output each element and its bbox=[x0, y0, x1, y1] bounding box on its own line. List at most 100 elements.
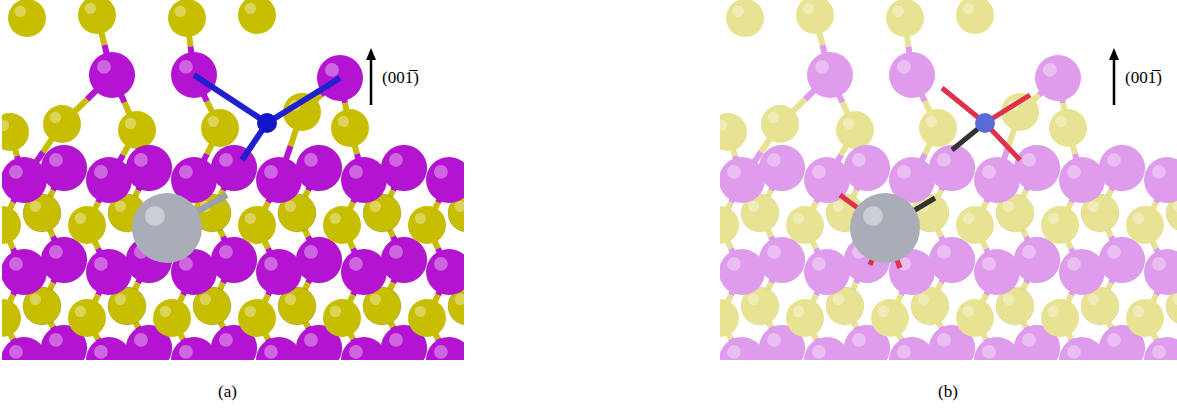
atom-highlight bbox=[219, 333, 233, 347]
atom-highlight bbox=[963, 213, 974, 224]
magenta-atom bbox=[1059, 337, 1105, 360]
atom-highlight bbox=[767, 245, 781, 259]
atom-highlight bbox=[852, 153, 866, 167]
atom-highlight bbox=[1088, 201, 1099, 212]
atom-highlight bbox=[1107, 153, 1121, 167]
atom-highlight bbox=[49, 333, 63, 347]
yellow-atom bbox=[956, 206, 994, 244]
yellow-atom bbox=[323, 299, 361, 337]
atom-highlight bbox=[75, 213, 86, 224]
lattice-panel-b bbox=[720, 0, 1177, 360]
magenta-atom bbox=[211, 237, 257, 283]
atom-highlight bbox=[160, 306, 171, 317]
magenta-atom bbox=[341, 249, 387, 295]
atom-highlight bbox=[179, 165, 193, 179]
bond bbox=[194, 75, 267, 123]
yellow-atom bbox=[886, 0, 924, 37]
yellow-atom bbox=[238, 299, 276, 337]
atom-highlight bbox=[125, 118, 136, 129]
atom-highlight bbox=[30, 294, 41, 305]
atom-highlight bbox=[926, 116, 937, 127]
atom-highlight bbox=[982, 165, 996, 179]
atom-highlight bbox=[767, 153, 781, 167]
yellow-atom bbox=[786, 299, 824, 337]
atom-highlight bbox=[264, 345, 278, 359]
atom-highlight bbox=[219, 153, 233, 167]
atom-highlight bbox=[793, 213, 804, 224]
magenta-atom bbox=[171, 337, 217, 360]
magenta-atom bbox=[296, 237, 342, 283]
atom-highlight bbox=[768, 112, 779, 123]
magenta-atom bbox=[41, 145, 87, 191]
yellow-atom bbox=[1126, 206, 1164, 244]
yellow-atom bbox=[8, 0, 46, 37]
atom-highlight bbox=[455, 201, 464, 212]
magenta-atom bbox=[1059, 249, 1105, 295]
yellow-atom bbox=[408, 206, 446, 244]
atom-highlight bbox=[389, 153, 403, 167]
atom-highlight bbox=[245, 213, 256, 224]
atom-highlight bbox=[843, 118, 854, 129]
atom-highlight bbox=[115, 294, 126, 305]
atom-highlight bbox=[1152, 165, 1166, 179]
magenta-atom bbox=[1144, 157, 1177, 203]
atom-highlight bbox=[727, 165, 741, 179]
yellow-atom bbox=[2, 113, 29, 151]
yellow-atom bbox=[720, 299, 739, 337]
yellow-atom bbox=[919, 109, 957, 147]
lattice bbox=[2, 0, 464, 360]
atom-highlight bbox=[338, 116, 349, 127]
yellow-atom bbox=[68, 206, 106, 244]
atom-highlight bbox=[1043, 63, 1057, 77]
atom-highlight bbox=[325, 63, 339, 77]
atom-highlight bbox=[863, 206, 883, 226]
atom-highlight bbox=[982, 345, 996, 359]
atom-highlight bbox=[982, 257, 996, 271]
magenta-atom bbox=[256, 249, 302, 295]
magenta-atom bbox=[889, 337, 935, 360]
atom-highlight bbox=[389, 333, 403, 347]
atom-highlight bbox=[75, 306, 86, 317]
atom-highlight bbox=[264, 257, 278, 271]
magenta-atom bbox=[759, 145, 805, 191]
atom-highlight bbox=[349, 345, 363, 359]
magenta-atom bbox=[381, 145, 427, 191]
atom-highlight bbox=[370, 294, 381, 305]
atom-highlight bbox=[1067, 165, 1081, 179]
atom-highlight bbox=[285, 294, 296, 305]
atom-highlight bbox=[349, 165, 363, 179]
atom-highlight bbox=[1088, 294, 1099, 305]
atom-highlight bbox=[720, 120, 727, 131]
yellow-atom bbox=[2, 299, 21, 337]
atom-highlight bbox=[349, 257, 363, 271]
gray-atom bbox=[132, 193, 202, 263]
atom-highlight bbox=[963, 306, 974, 317]
magenta-atom bbox=[1144, 249, 1177, 295]
atom-highlight bbox=[15, 6, 26, 17]
bond bbox=[267, 78, 340, 123]
atom-highlight bbox=[1022, 153, 1036, 167]
yellow-atom bbox=[956, 299, 994, 337]
atom-highlight bbox=[145, 206, 165, 226]
atom-highlight bbox=[833, 294, 844, 305]
gray-atom bbox=[850, 193, 920, 263]
yellow-atom bbox=[331, 109, 369, 147]
atom-highlight bbox=[264, 165, 278, 179]
direction-label: (001̅) bbox=[382, 68, 419, 88]
blue-atom bbox=[257, 113, 277, 133]
yellow-atom bbox=[720, 206, 739, 244]
atom-highlight bbox=[793, 306, 804, 317]
atom-highlight bbox=[1152, 257, 1166, 271]
magenta-atom bbox=[804, 337, 850, 360]
atom-highlight bbox=[175, 6, 186, 17]
magenta-atom bbox=[1144, 337, 1177, 360]
atom-highlight bbox=[49, 153, 63, 167]
yellow-atom bbox=[168, 0, 206, 37]
magenta-atom bbox=[341, 157, 387, 203]
panel-label: (a) bbox=[218, 382, 237, 402]
atom-highlight bbox=[330, 213, 341, 224]
atom-highlight bbox=[134, 333, 148, 347]
yellow-atom bbox=[1041, 299, 1079, 337]
panel-label: (b) bbox=[938, 382, 958, 402]
